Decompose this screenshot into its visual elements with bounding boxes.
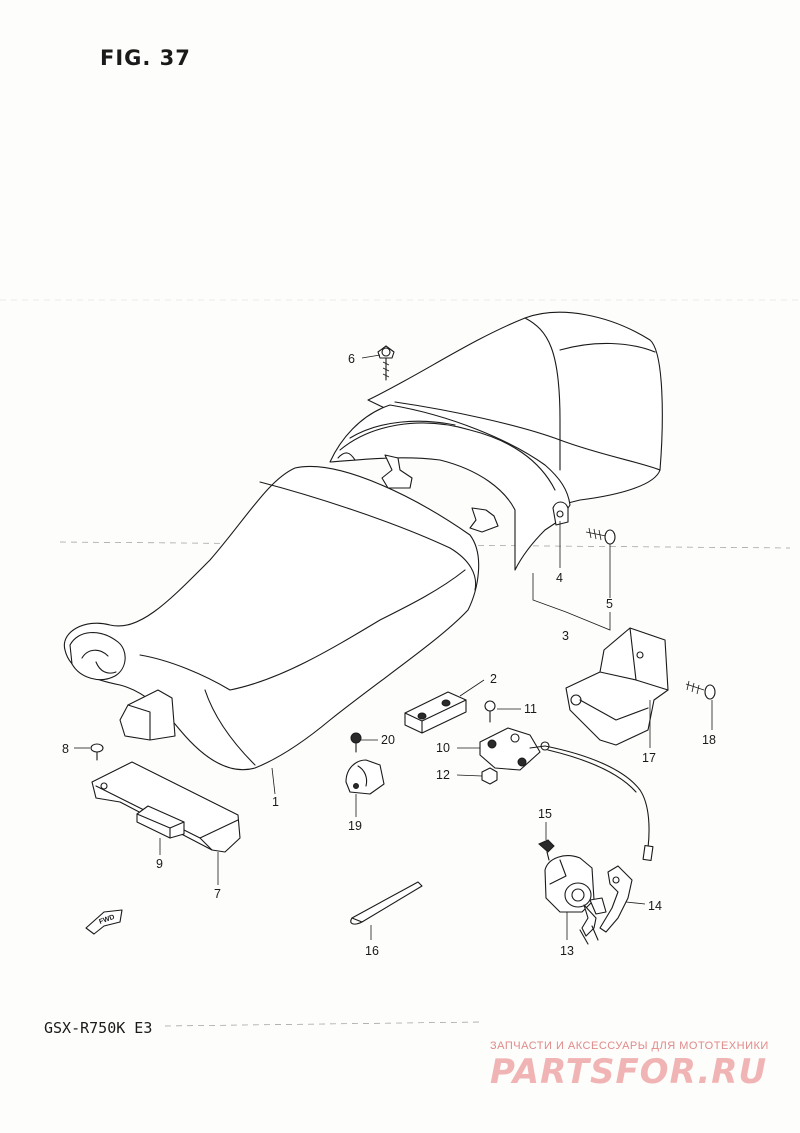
- part-label: 9: [156, 857, 163, 871]
- part-label: 2: [490, 672, 497, 686]
- part-label: 5: [606, 597, 613, 611]
- part-8-screw: [90, 743, 104, 761]
- part-13-seat-lock: [544, 855, 607, 945]
- part-10-latch-plate: [479, 727, 550, 771]
- part-18-screw: [685, 680, 716, 700]
- part-7-bracket: [91, 761, 241, 853]
- part-label: 19: [348, 819, 362, 833]
- part-label: 3: [562, 629, 569, 643]
- part-16-strap: [350, 881, 423, 925]
- part-5-screw: [585, 527, 616, 545]
- part-label: 10: [436, 741, 450, 755]
- rear-seat: [329, 311, 663, 571]
- part-label: 15: [538, 807, 552, 821]
- part-15-screw: [538, 839, 555, 861]
- watermark-logo: PARTSFOR.RU: [490, 1052, 768, 1092]
- part-label: 12: [436, 768, 450, 782]
- part-label: 1: [272, 795, 279, 809]
- part-12-nut: [481, 767, 498, 785]
- watermark-tagline: ЗАПЧАСТИ И АКСЕССУАРЫ ДЛЯ МОТОТЕХНИКИ: [490, 1040, 769, 1052]
- leader-lines: [74, 354, 713, 940]
- part-9-pad: [136, 805, 185, 839]
- part-6-wing-bolt: [377, 345, 395, 381]
- model-code: GSX-R750K E3: [44, 1019, 153, 1037]
- part-label: 16: [365, 944, 379, 958]
- part-label: 4: [556, 571, 563, 585]
- part-17-tail-bracket: [565, 627, 669, 746]
- part-2-damper: [404, 691, 467, 734]
- part-label: 7: [214, 887, 221, 901]
- part-19-bracket: [345, 759, 385, 795]
- release-cable: [544, 745, 654, 862]
- front-seat: [63, 466, 480, 771]
- figure-title: FIG. 37: [100, 46, 191, 70]
- part-label: 6: [348, 352, 355, 366]
- part-11-screw: [484, 700, 496, 723]
- part-label: 18: [702, 733, 716, 747]
- part-label: 20: [381, 733, 395, 747]
- part-label: 11: [524, 702, 537, 716]
- part-label: 14: [648, 899, 662, 913]
- part-14-lever: [599, 865, 633, 933]
- part-label: 8: [62, 742, 69, 756]
- part-labels: 1 2 3 4 5 6 7 8 9 10 11 12 13 14 15 16 1…: [62, 352, 716, 958]
- part-label: 13: [560, 944, 574, 958]
- forward-direction-arrow: FWD: [85, 909, 123, 935]
- part-20-screw: [350, 732, 362, 753]
- part-label: 17: [642, 751, 656, 765]
